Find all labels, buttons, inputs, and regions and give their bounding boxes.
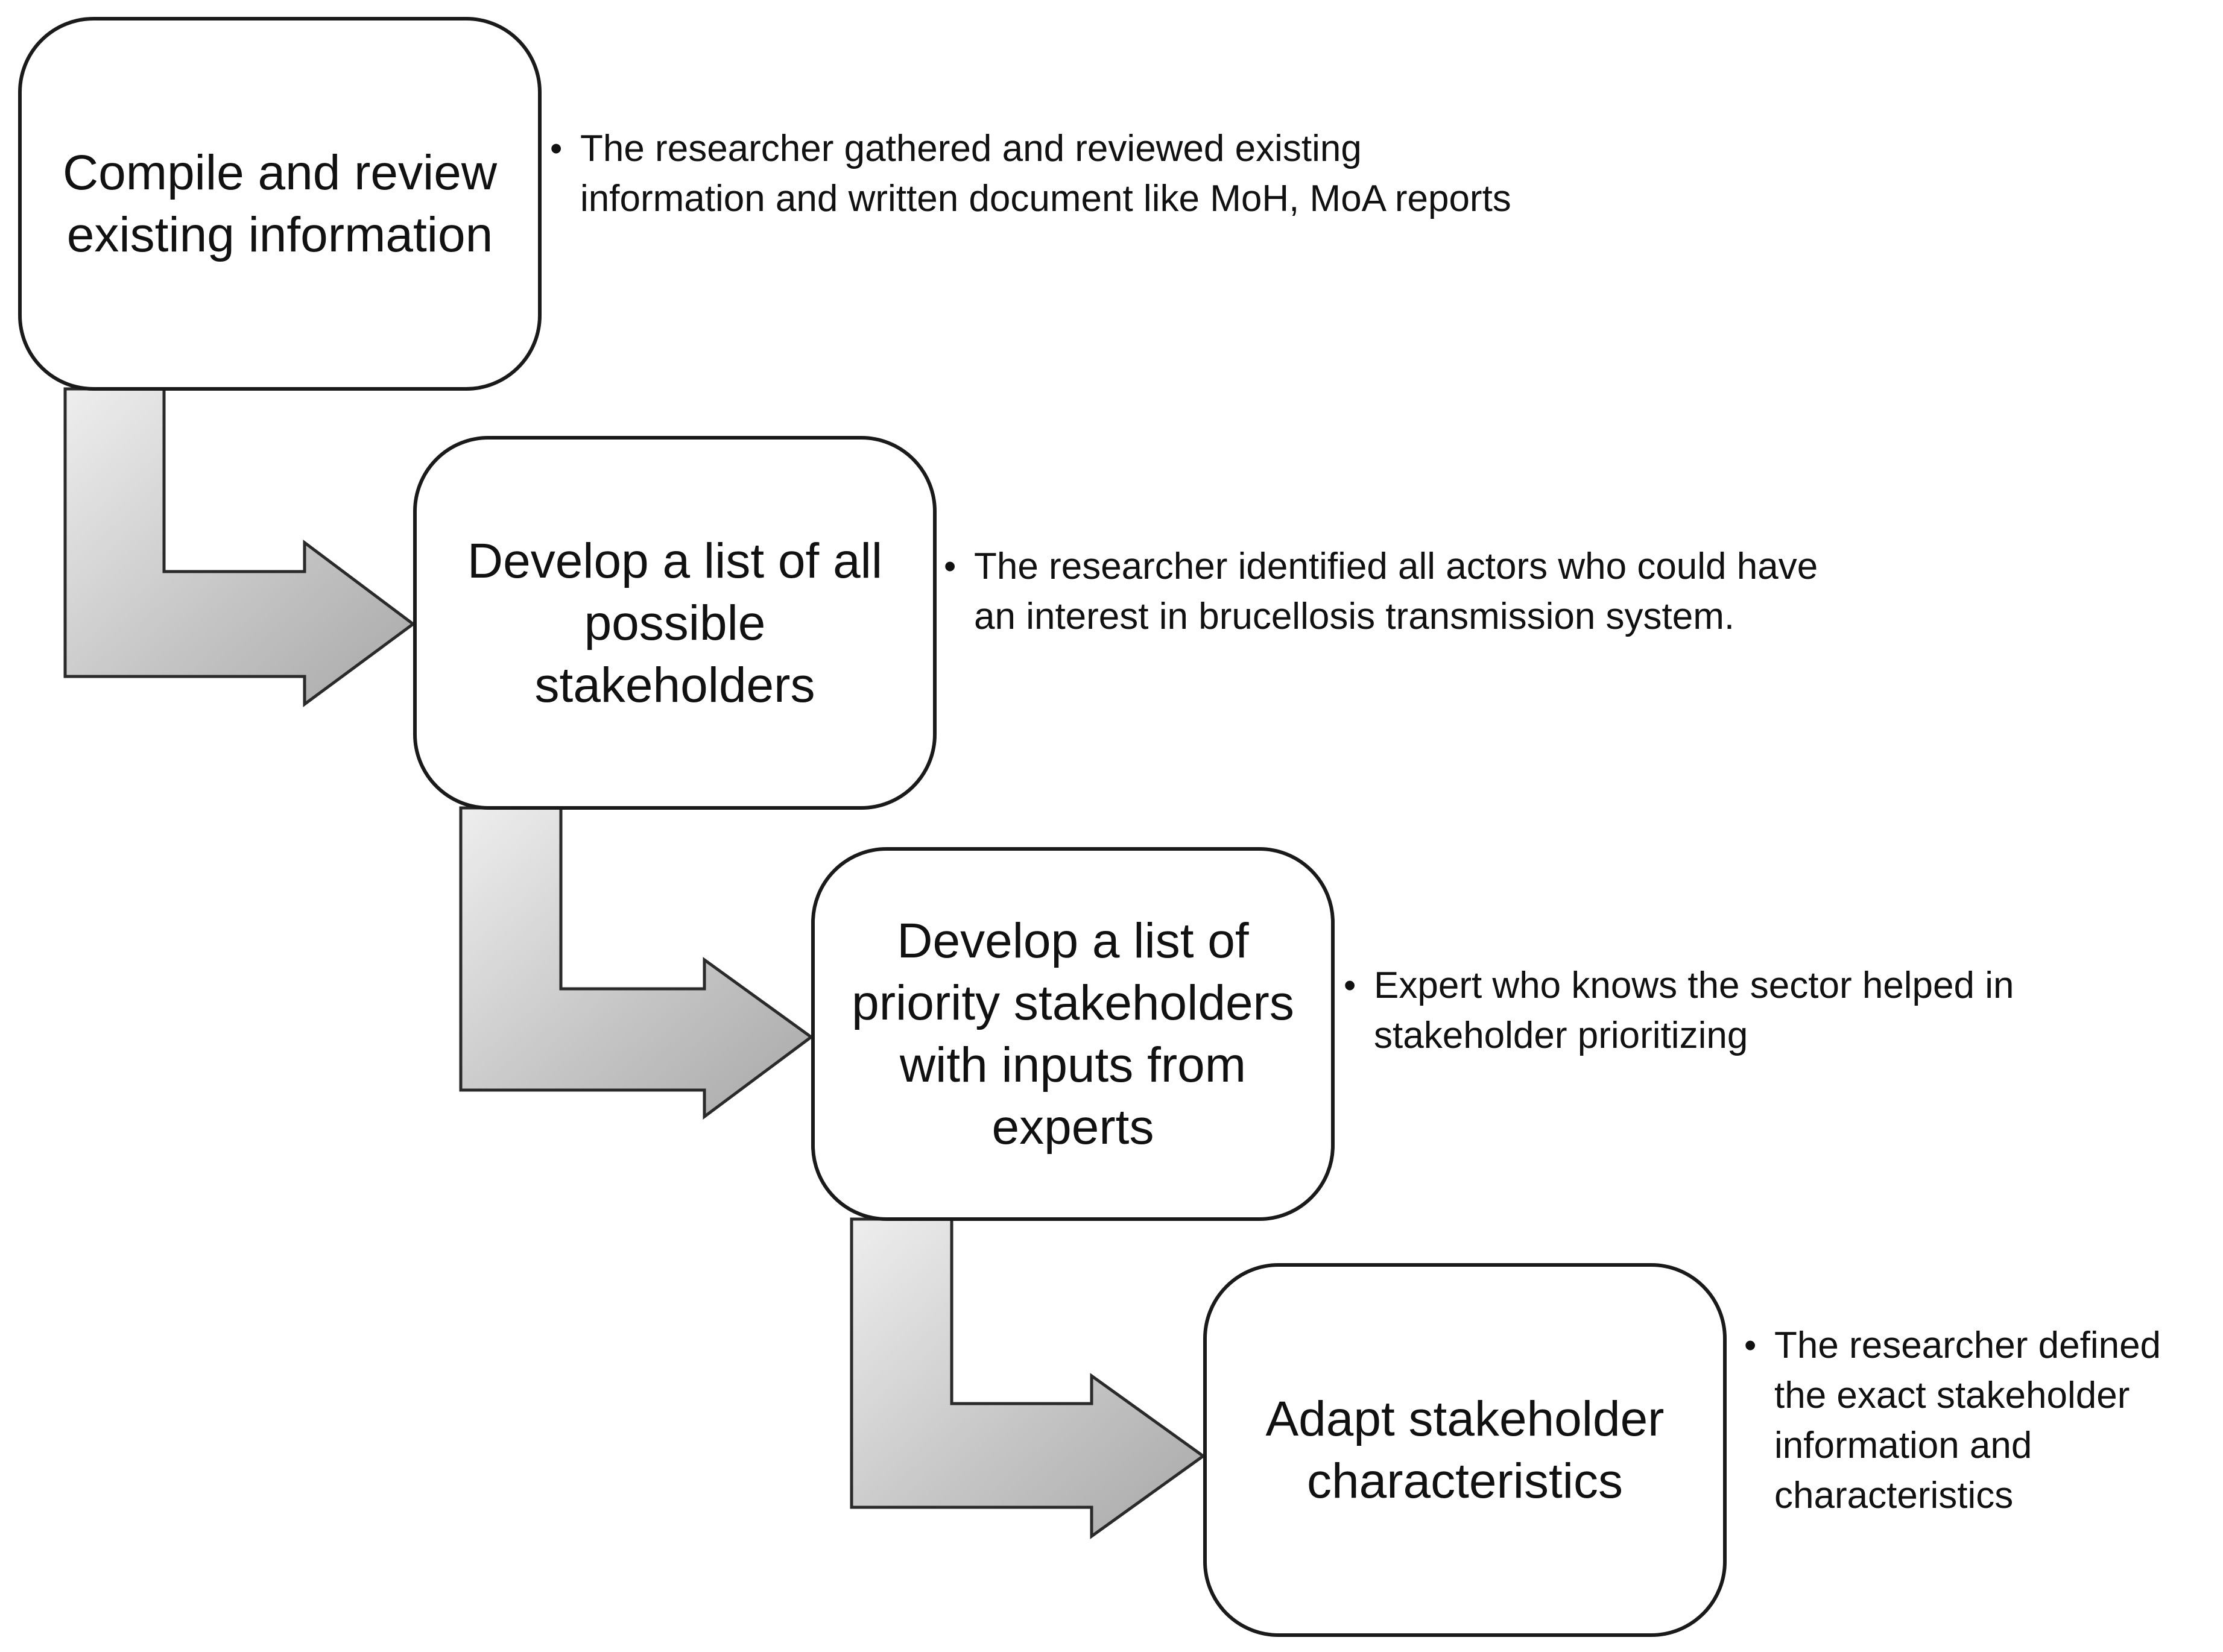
elbow-arrow-3-to-4: [850, 1217, 1206, 1539]
step-title: Develop a list of priority stakeholders …: [852, 913, 1294, 1155]
step-box-compile: Compile and review existing information: [18, 17, 542, 391]
elbow-arrow-1-to-2: [63, 387, 416, 707]
bullet-marker: •: [550, 129, 563, 168]
step-note-compile: • The researcher gathered and reviewed e…: [550, 124, 1545, 224]
note-text: Expert who knows the sector helped in st…: [1374, 965, 2014, 1056]
note-text: The researcher identified all actors who…: [974, 546, 1818, 637]
elbow-arrow-2-to-3: [459, 806, 814, 1120]
step-box-adapt-characteristics: Adapt stakeholder characteristics: [1203, 1263, 1727, 1637]
note-text: The researcher gathered and reviewed exi…: [580, 128, 1511, 219]
step-box-list-stakeholders: Develop a list of all possible stakehold…: [413, 436, 937, 810]
step-title: Compile and review existing information: [62, 145, 498, 262]
step-note-priority-stakeholders: • Expert who knows the sector helped in …: [1344, 960, 2079, 1061]
note-text: The researcher defined the exact stakeho…: [1774, 1325, 2161, 1516]
step-box-priority-stakeholders: Develop a list of priority stakeholders …: [811, 847, 1335, 1221]
bullet-marker: •: [944, 547, 957, 586]
step-note-adapt-characteristics: • The researcher defined the exact stake…: [1744, 1320, 2221, 1521]
step-title: Adapt stakeholder characteristics: [1265, 1392, 1665, 1509]
step-title: Develop a list of all possible stakehold…: [467, 533, 883, 713]
step-note-list-stakeholders: • The researcher identified all actors w…: [944, 541, 1848, 642]
bullet-marker: •: [1744, 1326, 1757, 1365]
bullet-marker: •: [1344, 966, 1356, 1005]
